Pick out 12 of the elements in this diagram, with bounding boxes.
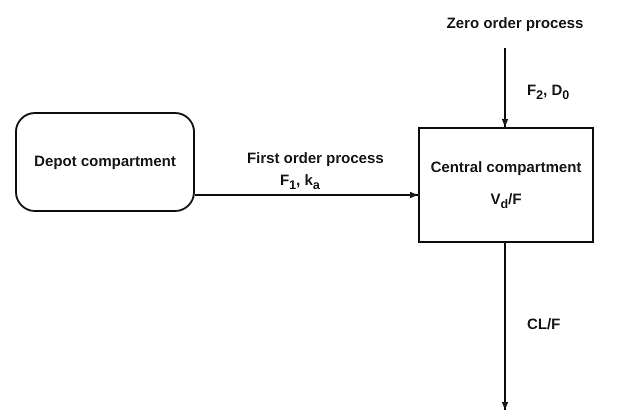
node-parameter: V$_{d}$/F — [490, 190, 522, 212]
depot-compartment-box — [15, 112, 195, 212]
node-title: Depot compartment — [34, 152, 176, 172]
central-compartment-box — [418, 127, 594, 243]
process-label: Zero order process — [420, 14, 610, 48]
process-label: First order process — [245, 150, 386, 167]
arrow — [502, 243, 508, 410]
node-title: Central compartment — [430, 158, 582, 178]
arrow — [502, 48, 508, 127]
edge-label: F$_{1}$, k$_{a}$ — [278, 172, 322, 192]
arrow — [195, 192, 418, 198]
edge-label: F$_{2}$, D$_{0}$ — [525, 82, 572, 102]
